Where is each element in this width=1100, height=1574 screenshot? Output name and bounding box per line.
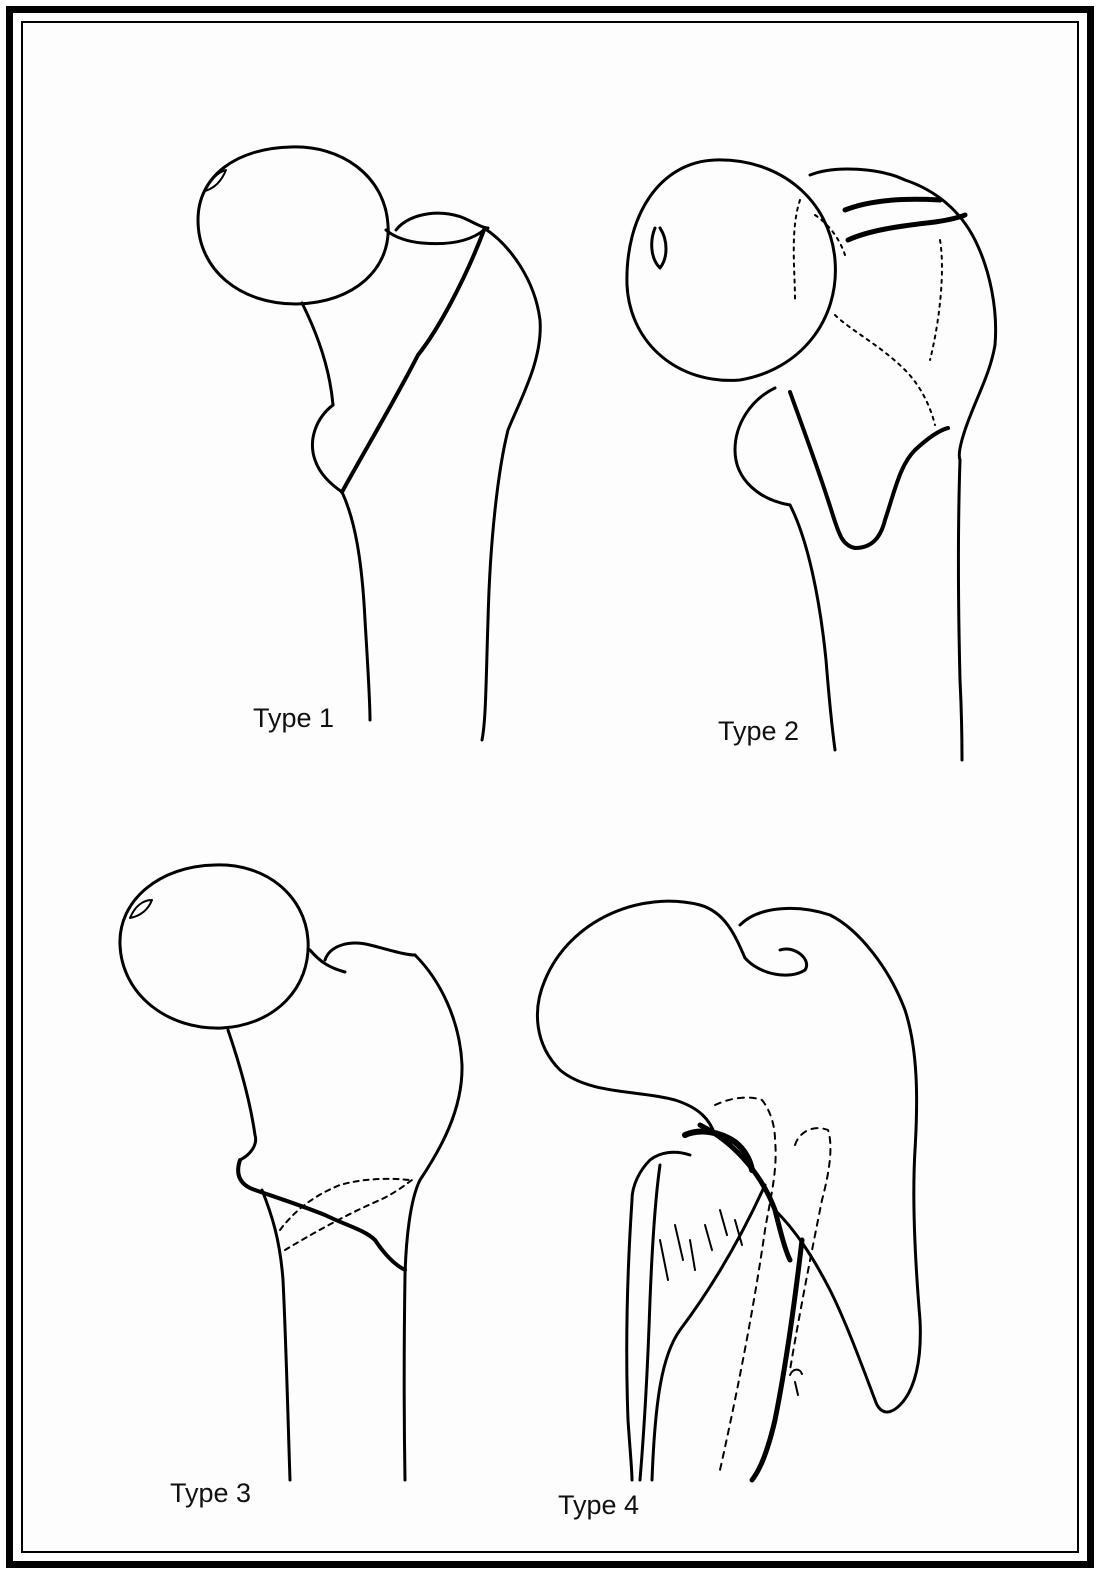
type-1-fracture-line bbox=[342, 230, 484, 492]
type-3-fracture-dotted bbox=[280, 1179, 412, 1250]
type-4-oblique-fracture bbox=[652, 1185, 765, 1480]
type-4-femur-drawing bbox=[537, 901, 920, 1480]
type-3-medial-cortex bbox=[262, 1190, 290, 1480]
type-2-medial-cortex bbox=[790, 505, 835, 750]
type-1-medial-cortex bbox=[342, 492, 370, 720]
type-2-lesser-trochanter bbox=[735, 388, 790, 505]
type-3-femoral-head bbox=[120, 865, 308, 1028]
type-4-shaft-left-outer bbox=[627, 1200, 632, 1480]
type-4-lateral-cortex bbox=[752, 1240, 802, 1480]
type-3-lateral-cortex bbox=[404, 955, 462, 1480]
type-4-fracture-main bbox=[700, 1125, 790, 1260]
type-4-head-left bbox=[537, 980, 715, 1135]
type-2-trochanter-fracture-a bbox=[845, 199, 940, 210]
type-3-neck-lower bbox=[228, 1030, 256, 1160]
type-1-femur-drawing bbox=[198, 147, 540, 740]
type-4-nail-outline bbox=[715, 1098, 830, 1470]
type-3-greater-trochanter bbox=[325, 943, 415, 960]
type-2-lateral-cortex bbox=[959, 460, 963, 760]
type-2-femur-drawing bbox=[627, 160, 996, 760]
type-4-head-outline bbox=[545, 901, 807, 980]
type-2-head-mark bbox=[652, 228, 666, 268]
type-1-neck-lower bbox=[302, 303, 333, 405]
type-2-fragment-outline bbox=[790, 392, 948, 548]
type-3-fracture-line bbox=[238, 1160, 405, 1270]
type-3-label: Type 3 bbox=[170, 1478, 251, 1509]
type-2-trochanter-fracture-b bbox=[848, 215, 965, 240]
type-4-hatching bbox=[660, 1210, 742, 1280]
type-1-lesser-trochanter bbox=[312, 405, 342, 492]
type-1-greater-trochanter bbox=[396, 213, 488, 230]
type-3-femur-drawing bbox=[120, 865, 462, 1480]
type-1-label: Type 1 bbox=[253, 703, 334, 734]
type-4-label: Type 4 bbox=[558, 1490, 639, 1521]
type-4-shaft-left bbox=[640, 1165, 660, 1480]
type-4-signature-mark bbox=[790, 1370, 802, 1395]
type-1-lateral-cortex bbox=[482, 228, 540, 740]
type-2-label: Type 2 bbox=[718, 716, 799, 747]
type-1-neck-upper bbox=[386, 230, 484, 244]
type-2-greater-trochanter bbox=[810, 169, 996, 460]
type-4-proximal-fragment bbox=[632, 1152, 690, 1200]
type-2-femoral-head bbox=[627, 160, 836, 380]
